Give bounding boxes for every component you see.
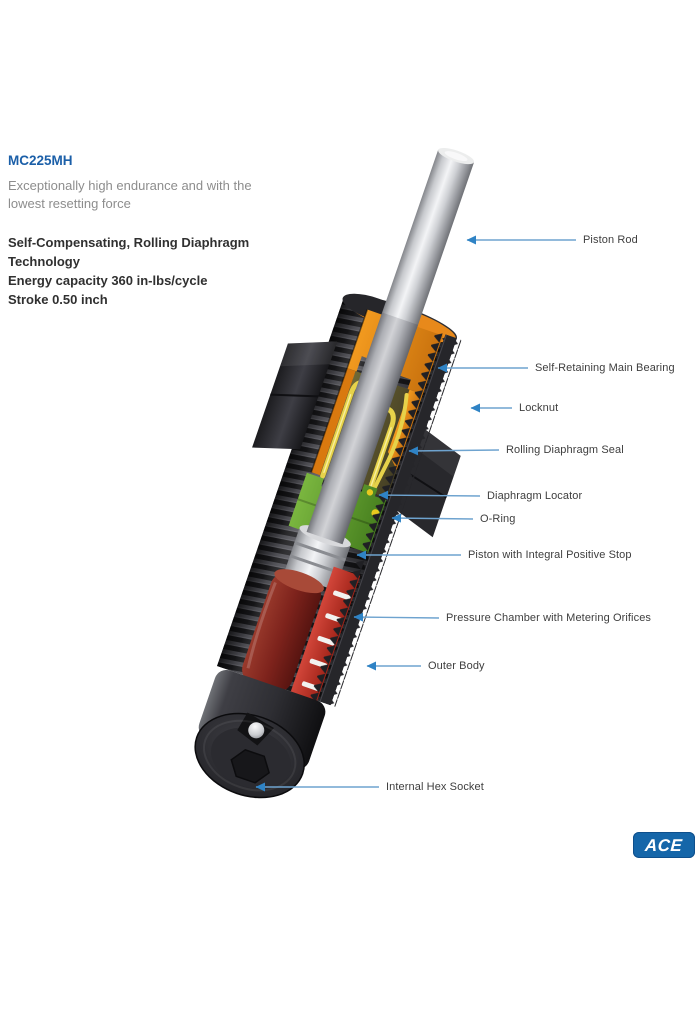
product-model: MC225MH <box>8 153 73 168</box>
shock-absorber-illustration <box>194 148 475 799</box>
leader-line-diaphragm-locator <box>378 490 481 500</box>
spec-line-1: Self-Compensating, Rolling Diaphragm <box>8 235 250 250</box>
ace-logo: ACE <box>633 832 695 858</box>
spec-line-2: Technology <box>8 254 80 269</box>
subtitle-line-1: Exceptionally high endurance and with th… <box>8 178 252 193</box>
leader-line-pressure-chamber-with-metering-orifices <box>353 612 440 622</box>
product-specs: Self-Compensating, Rolling Diaphragm Tec… <box>8 233 353 309</box>
product-subtitle: Exceptionally high endurance and with th… <box>8 177 353 213</box>
piston-rod-cylinder <box>306 148 475 545</box>
pressure-chamber-inner <box>242 569 324 693</box>
ace-logo-text: ACE <box>644 835 684 855</box>
leader-line-o-ring <box>391 513 474 523</box>
subtitle-line-2: lowest resetting force <box>8 196 131 211</box>
spec-line-3: Energy capacity 360 in-lbs/cycle <box>8 273 208 288</box>
internal-hex-recess <box>230 748 270 784</box>
header-text-block: MC225MH Exceptionally high endurance and… <box>8 152 353 309</box>
check-ball <box>248 722 265 739</box>
spec-line-4: Stroke 0.50 inch <box>8 292 108 307</box>
leader-line-rolling-diaphragm-seal <box>408 446 500 456</box>
bottom-cap <box>194 669 326 799</box>
